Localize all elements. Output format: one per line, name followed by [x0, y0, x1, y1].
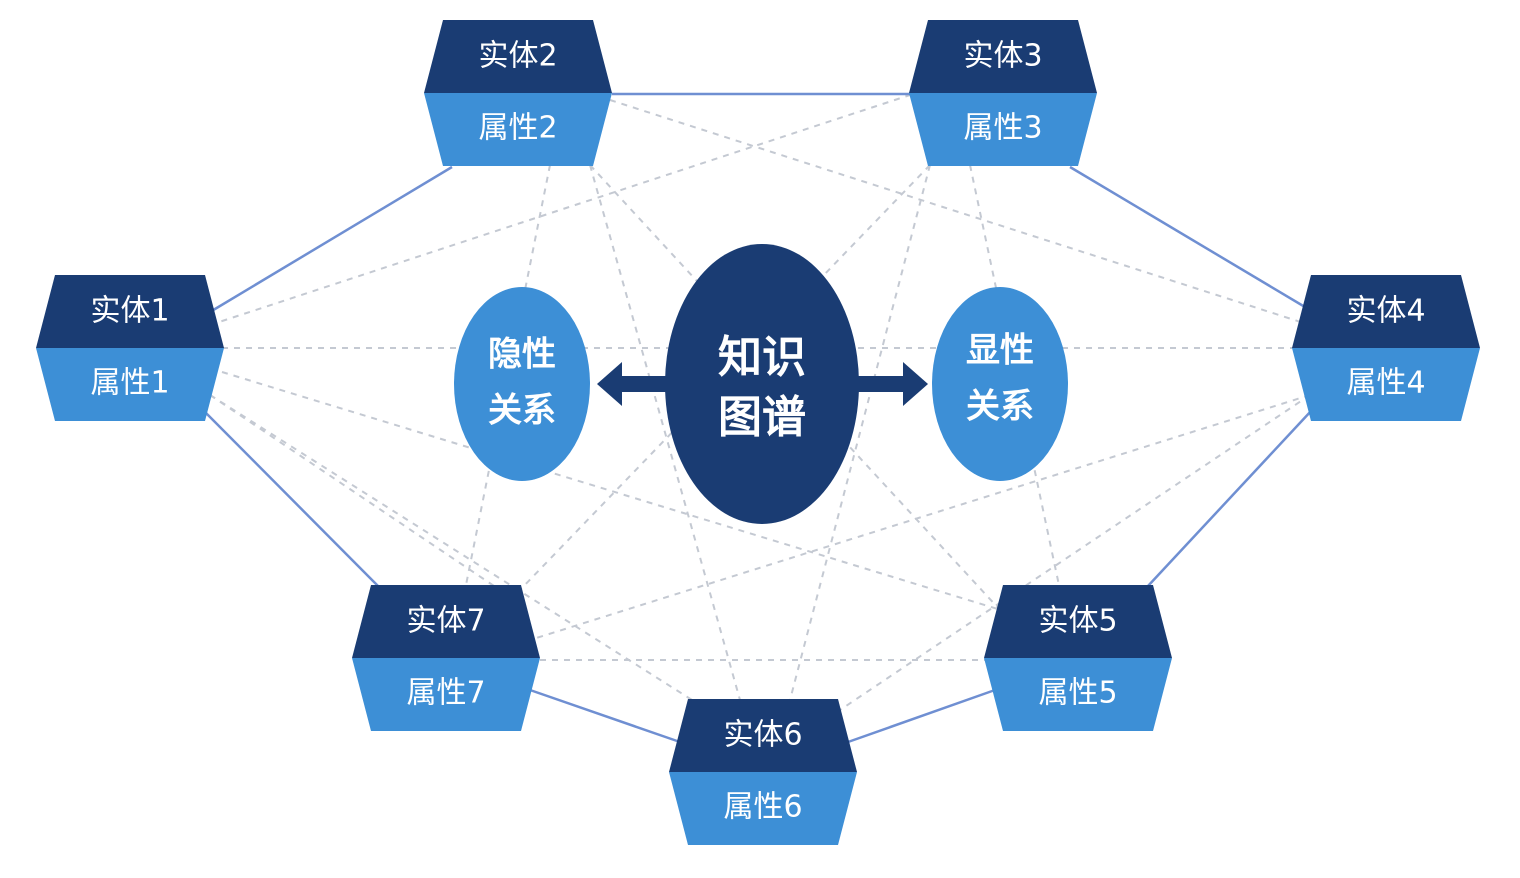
entity-label: 实体6	[723, 718, 802, 753]
implicit-relation-line2: 关系	[488, 391, 556, 431]
explicit-relation-line2: 关系	[966, 387, 1034, 427]
implicit-relation-line1: 隐性	[488, 335, 556, 375]
attribute-label: 属性5	[1038, 676, 1117, 711]
node-entity-1: 实体1 属性1	[36, 275, 224, 421]
entity-label: 实体4	[1346, 294, 1425, 329]
attribute-label: 属性6	[723, 790, 802, 825]
center-knowledge-graph: 知识 图谱	[665, 244, 859, 524]
entity-label: 实体3	[963, 39, 1042, 74]
entity-label: 实体2	[478, 39, 557, 74]
node-entity-7: 实体7 属性7	[352, 585, 540, 731]
attribute-label: 属性3	[963, 111, 1042, 146]
node-entity-2: 实体2 属性2	[424, 20, 612, 166]
node-entity-3: 实体3 属性3	[909, 20, 1097, 166]
node-entity-5: 实体5 属性5	[984, 585, 1172, 731]
solid-ring-connections	[204, 92, 1313, 744]
entity-label: 实体5	[1038, 604, 1117, 639]
attribute-label: 属性7	[406, 676, 485, 711]
implicit-relation-circle: 隐性 关系	[454, 287, 590, 481]
node-entity-4: 实体4 属性4	[1292, 275, 1480, 421]
explicit-relation-circle: 显性 关系	[932, 287, 1068, 481]
entity-label: 实体1	[90, 294, 169, 329]
node-entity-6: 实体6 属性6	[669, 699, 857, 845]
explicit-relation-line1: 显性	[966, 331, 1034, 371]
center-label-line1: 知识	[718, 332, 806, 383]
entity-label: 实体7	[406, 604, 485, 639]
attribute-label: 属性2	[478, 111, 557, 146]
center-label-line2: 图谱	[718, 392, 806, 443]
attribute-label: 属性1	[90, 366, 169, 401]
left-arrow	[597, 362, 670, 406]
attribute-label: 属性4	[1346, 366, 1425, 401]
right-arrow	[855, 362, 928, 406]
